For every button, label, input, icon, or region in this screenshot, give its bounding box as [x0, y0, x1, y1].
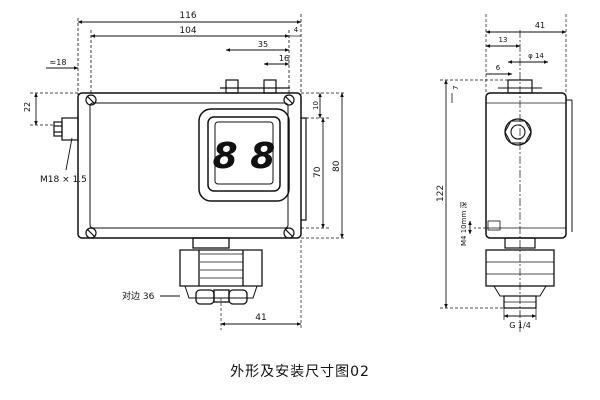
dim-22-label: 22	[23, 102, 32, 112]
dim-122-label: 122	[436, 185, 446, 202]
display-window-inner	[207, 116, 281, 192]
display-window-outer	[198, 108, 290, 202]
thread-depth-label: M4 10mm 深	[459, 202, 468, 247]
front-view-labels: 116 104 35 16 4 ≈18 22 10 70 80 41 M18 ×…	[23, 11, 342, 323]
side-view-labels: 41 13 φ 14 6 7 122 M4 10mm 深 G 1/4	[436, 21, 545, 330]
dim-4-label: 4	[294, 26, 299, 34]
display-screen	[214, 121, 274, 185]
dim-104-label: 104	[179, 26, 196, 36]
figure-caption: 外形及安装尺寸图02	[230, 364, 370, 380]
dim-80-label: 80	[332, 160, 342, 172]
dim-41-side-label: 41	[535, 21, 545, 30]
dim-10-label: 10	[312, 101, 320, 110]
front-view	[30, 14, 345, 330]
dim-18-label: ≈18	[50, 58, 67, 67]
dim-35-label: 35	[258, 40, 268, 49]
side-gland-nut	[504, 118, 532, 146]
port-g14-label: G 1/4	[509, 321, 531, 330]
dim-phi14-label: φ 14	[528, 52, 544, 60]
housing-inner	[89, 102, 289, 229]
side-view	[440, 14, 573, 332]
dim-116-label: 116	[179, 11, 196, 21]
top-connectors	[220, 79, 290, 94]
dim-70-label: 70	[313, 166, 323, 178]
side-housing	[485, 92, 567, 239]
housing-body	[77, 92, 302, 239]
dim-41-front-label: 41	[255, 313, 266, 323]
dim-6-label: 6	[496, 64, 501, 72]
thread-m18-label: M18 × 1.5	[40, 175, 87, 185]
dim-16-label: 16	[279, 54, 289, 63]
front-dimension-lines	[30, 20, 345, 330]
hex-36-label: 对边 36	[122, 290, 155, 302]
pressure-port	[179, 237, 263, 305]
cable-gland	[53, 117, 79, 141]
thread-hatching	[200, 253, 243, 279]
dim-7-label: 7	[452, 86, 460, 90]
display-digits: 8 8	[213, 136, 276, 177]
corner-screws	[85, 94, 295, 239]
side-dimension-lines	[440, 14, 567, 320]
dim-13-label: 13	[499, 36, 508, 44]
